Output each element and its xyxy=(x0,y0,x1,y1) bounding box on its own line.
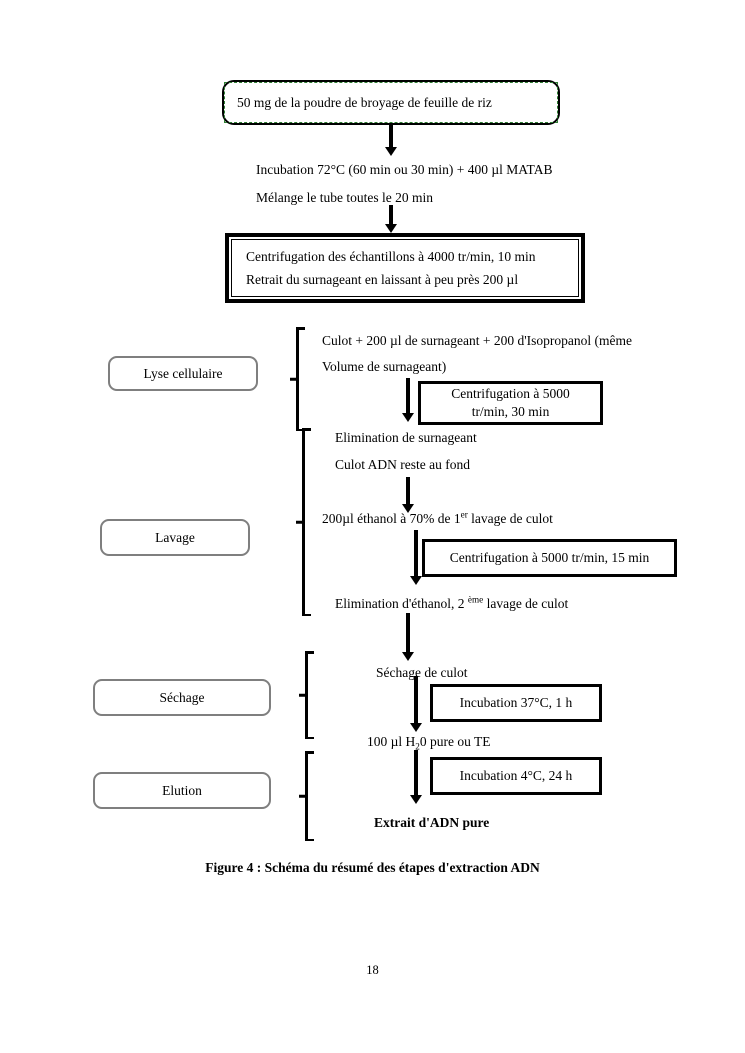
arrow-culot-to-ethanol xyxy=(400,477,416,513)
centrifugation-4000-line-2: Retrait du surnageant en laissant à peu … xyxy=(246,271,519,287)
stage-label-lyse-cellulaire-text: Lyse cellulaire xyxy=(143,365,223,381)
centrifugation-5000-30min-line-2: tr/min, 30 min xyxy=(471,404,550,419)
lavage-text-ethanol: 200µl éthanol à 70% de 1er lavage de cul… xyxy=(322,509,553,527)
stage-label-lyse-cellulaire: Lyse cellulaire xyxy=(108,356,258,391)
start-box-inner-frame: 50 mg de la poudre de broyage de feuille… xyxy=(224,82,558,123)
stage-label-lavage-text: Lavage xyxy=(155,529,195,545)
incubation-line-1: Incubation 72°C (60 min ou 30 min) + 400… xyxy=(256,162,553,177)
sechage-text-culot: Séchage de culot xyxy=(376,665,468,680)
elimination-ethanol-suffix: lavage de culot xyxy=(483,596,569,611)
lavage-ethanol-superscript: er xyxy=(460,509,468,520)
stage-label-elution-text: Elution xyxy=(162,782,202,798)
figure-caption: Figure 4 : Schéma du résumé des étapes d… xyxy=(205,860,540,875)
sechage-text-h2o: 100 µl H20 pure ou TE xyxy=(367,734,491,752)
bracket-lyse-cellulaire xyxy=(290,327,308,431)
h2o-subscript: 2 xyxy=(415,741,420,752)
lyse-text-line-2: Volume de surnageant) xyxy=(322,359,447,374)
elimination-ethanol-superscript: ème xyxy=(467,594,484,605)
incubation-line-2: Mélange le tube toutes le 20 min xyxy=(256,190,433,205)
centrifugation-4000-box: Centrifugation des échantillons à 4000 t… xyxy=(225,233,585,303)
bracket-elution xyxy=(299,751,317,841)
arrow-sechage-to-incubation-37 xyxy=(408,676,424,732)
centrifugation-4000-inner: Centrifugation des échantillons à 4000 t… xyxy=(231,239,579,297)
centrifugation-5000-30min-box: Centrifugation à 5000 tr/min, 30 min xyxy=(418,381,603,425)
lavage-text-culot-adn: Culot ADN reste au fond xyxy=(335,457,470,472)
elimination-ethanol-prefix: Elimination d'éthanol, 2 xyxy=(335,596,468,611)
h2o-prefix: 100 µl H xyxy=(367,734,416,749)
arrow-ethanol-to-centrifugation-15min xyxy=(408,530,424,585)
bracket-lavage xyxy=(296,428,314,616)
result-extrait-adn: Extrait d'ADN pure xyxy=(374,815,490,830)
centrifugation-4000-line-1: Centrifugation des échantillons à 4000 t… xyxy=(246,248,536,264)
centrifugation-5000-30min-line-1: Centrifugation à 5000 xyxy=(451,386,570,402)
stage-label-lavage: Lavage xyxy=(100,519,250,556)
stage-label-sechage-text: Séchage xyxy=(159,689,205,705)
arrow-lavage-to-sechage xyxy=(400,613,416,661)
bracket-sechage xyxy=(299,651,317,739)
start-box: 50 mg de la poudre de broyage de feuille… xyxy=(222,80,560,125)
incubation-37c-label: Incubation 37°C, 1 h xyxy=(459,695,573,711)
centrifugation-5000-15min-box: Centrifugation à 5000 tr/min, 15 min xyxy=(422,539,677,577)
arrow-h2o-to-incubation-4c xyxy=(408,750,424,804)
lavage-text-elimination-ethanol: Elimination d'éthanol, 2 ème lavage de c… xyxy=(335,594,569,612)
arrow-start-to-incubation xyxy=(383,125,399,156)
page-number: 18 xyxy=(366,963,379,977)
arrow-incubation-to-centrifugation xyxy=(383,205,399,233)
incubation-4c-label: Incubation 4°C, 24 h xyxy=(459,768,573,784)
lyse-text-line-1: Culot + 200 µl de surnageant + 200 d'Iso… xyxy=(322,333,633,348)
arrow-lyse-to-centrifugation-5000 xyxy=(400,378,416,422)
lavage-text-elimination: Elimination de surnageant xyxy=(335,430,477,445)
start-box-label: 50 mg de la poudre de broyage de feuille… xyxy=(237,94,492,110)
lavage-ethanol-suffix: lavage de culot xyxy=(467,511,553,526)
stage-label-elution: Elution xyxy=(93,772,271,809)
stage-label-sechage: Séchage xyxy=(93,679,271,716)
incubation-4c-box: Incubation 4°C, 24 h xyxy=(430,757,602,795)
lavage-ethanol-prefix: 200µl éthanol à 70% de 1 xyxy=(322,511,461,526)
h2o-suffix: 0 pure ou TE xyxy=(419,734,491,749)
centrifugation-5000-15min-label: Centrifugation à 5000 tr/min, 15 min xyxy=(449,550,650,566)
incubation-37c-box: Incubation 37°C, 1 h xyxy=(430,684,602,722)
